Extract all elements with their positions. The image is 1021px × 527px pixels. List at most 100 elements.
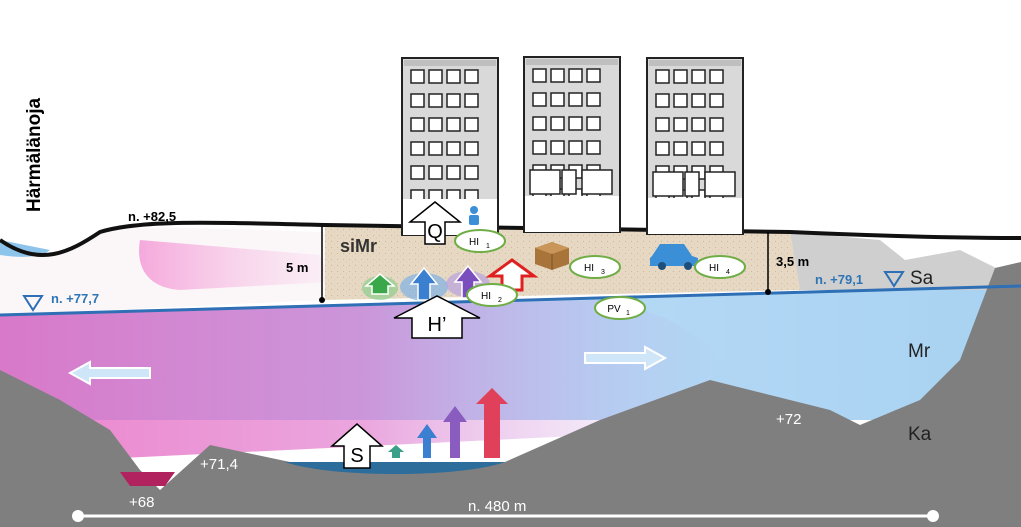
window bbox=[410, 117, 425, 132]
source-arrow-red bbox=[476, 388, 508, 458]
window bbox=[428, 69, 443, 84]
layer-ka-label: Ka bbox=[908, 424, 932, 445]
badge-hi2-sub: 2 bbox=[498, 297, 502, 304]
door bbox=[561, 169, 577, 195]
badge-hi3: HI 3 bbox=[569, 255, 621, 279]
badge-pv1-text: PV bbox=[607, 304, 621, 315]
window bbox=[410, 93, 425, 108]
person-icon bbox=[469, 206, 479, 225]
window bbox=[673, 117, 688, 132]
window bbox=[709, 117, 724, 132]
b2-roof bbox=[526, 59, 618, 65]
window bbox=[568, 92, 583, 107]
badge-pv1: PV 1 bbox=[594, 296, 646, 320]
window bbox=[446, 69, 461, 84]
door bbox=[684, 171, 700, 197]
window bbox=[464, 93, 479, 108]
badge-hi1-sub: 1 bbox=[486, 243, 490, 250]
source-arrow-teal bbox=[388, 445, 404, 458]
window bbox=[568, 68, 583, 83]
badge-hi2: HI 2 bbox=[466, 283, 518, 307]
window bbox=[655, 141, 670, 156]
window bbox=[691, 69, 706, 84]
window bbox=[586, 140, 601, 155]
window bbox=[532, 140, 547, 155]
water-level-icon-right bbox=[883, 271, 905, 288]
window bbox=[550, 68, 565, 83]
right-gravel bbox=[790, 232, 1000, 290]
distance-label: n. 480 m bbox=[468, 498, 526, 515]
window bbox=[529, 169, 561, 195]
window bbox=[568, 116, 583, 131]
b2-ground-floor bbox=[525, 196, 619, 232]
q-label: Q bbox=[427, 221, 443, 243]
window bbox=[532, 68, 547, 83]
contamination-plume bbox=[0, 300, 728, 460]
left-soil bbox=[0, 227, 325, 315]
badge-hi1-text: HI bbox=[469, 237, 479, 248]
river-label: Härmälänoja bbox=[24, 98, 45, 212]
elev-right-water: n. +79,1 bbox=[815, 272, 863, 287]
badge-hi3-text: HI bbox=[584, 263, 594, 274]
elev-71-label: +71,4 bbox=[200, 456, 238, 473]
s-label: S bbox=[350, 445, 363, 467]
window bbox=[691, 93, 706, 108]
building-2 bbox=[523, 56, 621, 233]
q-arrow bbox=[407, 201, 463, 245]
vapour-cloud-green bbox=[362, 273, 398, 300]
h-arrow bbox=[393, 295, 481, 339]
window bbox=[709, 69, 724, 84]
bottom-deposit bbox=[120, 472, 175, 486]
window bbox=[581, 169, 613, 195]
badge-hi2-text: HI bbox=[481, 291, 491, 302]
window bbox=[410, 141, 425, 156]
window bbox=[704, 171, 736, 197]
window bbox=[691, 117, 706, 132]
window bbox=[464, 117, 479, 132]
badge-pv1-sub: 1 bbox=[626, 310, 630, 317]
bottom-deposit-2 bbox=[285, 462, 505, 474]
source-arrow-blue bbox=[417, 424, 437, 458]
elev-72-label: +72 bbox=[776, 411, 801, 428]
depth-right-label: 3,5 m bbox=[776, 254, 809, 269]
window bbox=[709, 141, 724, 156]
source-arrow-purple bbox=[443, 406, 467, 458]
window bbox=[652, 171, 684, 197]
vapour-cloud-blue bbox=[400, 266, 448, 301]
window bbox=[428, 93, 443, 108]
window bbox=[709, 93, 724, 108]
b1-roof bbox=[404, 60, 496, 66]
badge-hi3-sub: 3 bbox=[601, 269, 605, 276]
distance-start-dot bbox=[72, 510, 84, 522]
window bbox=[428, 117, 443, 132]
ground-surface-line bbox=[0, 220, 1021, 258]
window bbox=[673, 69, 688, 84]
depth-marker-right-dot bbox=[765, 289, 771, 295]
window bbox=[464, 141, 479, 156]
stream-water bbox=[0, 240, 50, 257]
badge-hi1: HI 1 bbox=[454, 229, 506, 253]
window bbox=[410, 165, 425, 180]
badge-hi4-text: HI bbox=[709, 263, 719, 274]
window bbox=[532, 92, 547, 107]
badge-hi4: HI 4 bbox=[694, 255, 746, 279]
depth-marker-left-dot bbox=[319, 297, 325, 303]
b3-ground-floor bbox=[648, 198, 742, 234]
building-1 bbox=[401, 57, 499, 236]
window bbox=[673, 141, 688, 156]
window bbox=[532, 116, 547, 131]
window bbox=[655, 69, 670, 84]
window bbox=[550, 140, 565, 155]
window bbox=[586, 92, 601, 107]
window bbox=[550, 116, 565, 131]
window bbox=[586, 68, 601, 83]
window bbox=[446, 165, 461, 180]
window bbox=[446, 117, 461, 132]
layer-mr-label: Mr bbox=[908, 341, 931, 362]
badge-hi4-sub: 4 bbox=[726, 269, 730, 276]
elev-left-water: n. +77,7 bbox=[51, 291, 99, 306]
car-icon bbox=[650, 244, 698, 270]
flow-arrow-left bbox=[67, 360, 151, 386]
window bbox=[568, 140, 583, 155]
